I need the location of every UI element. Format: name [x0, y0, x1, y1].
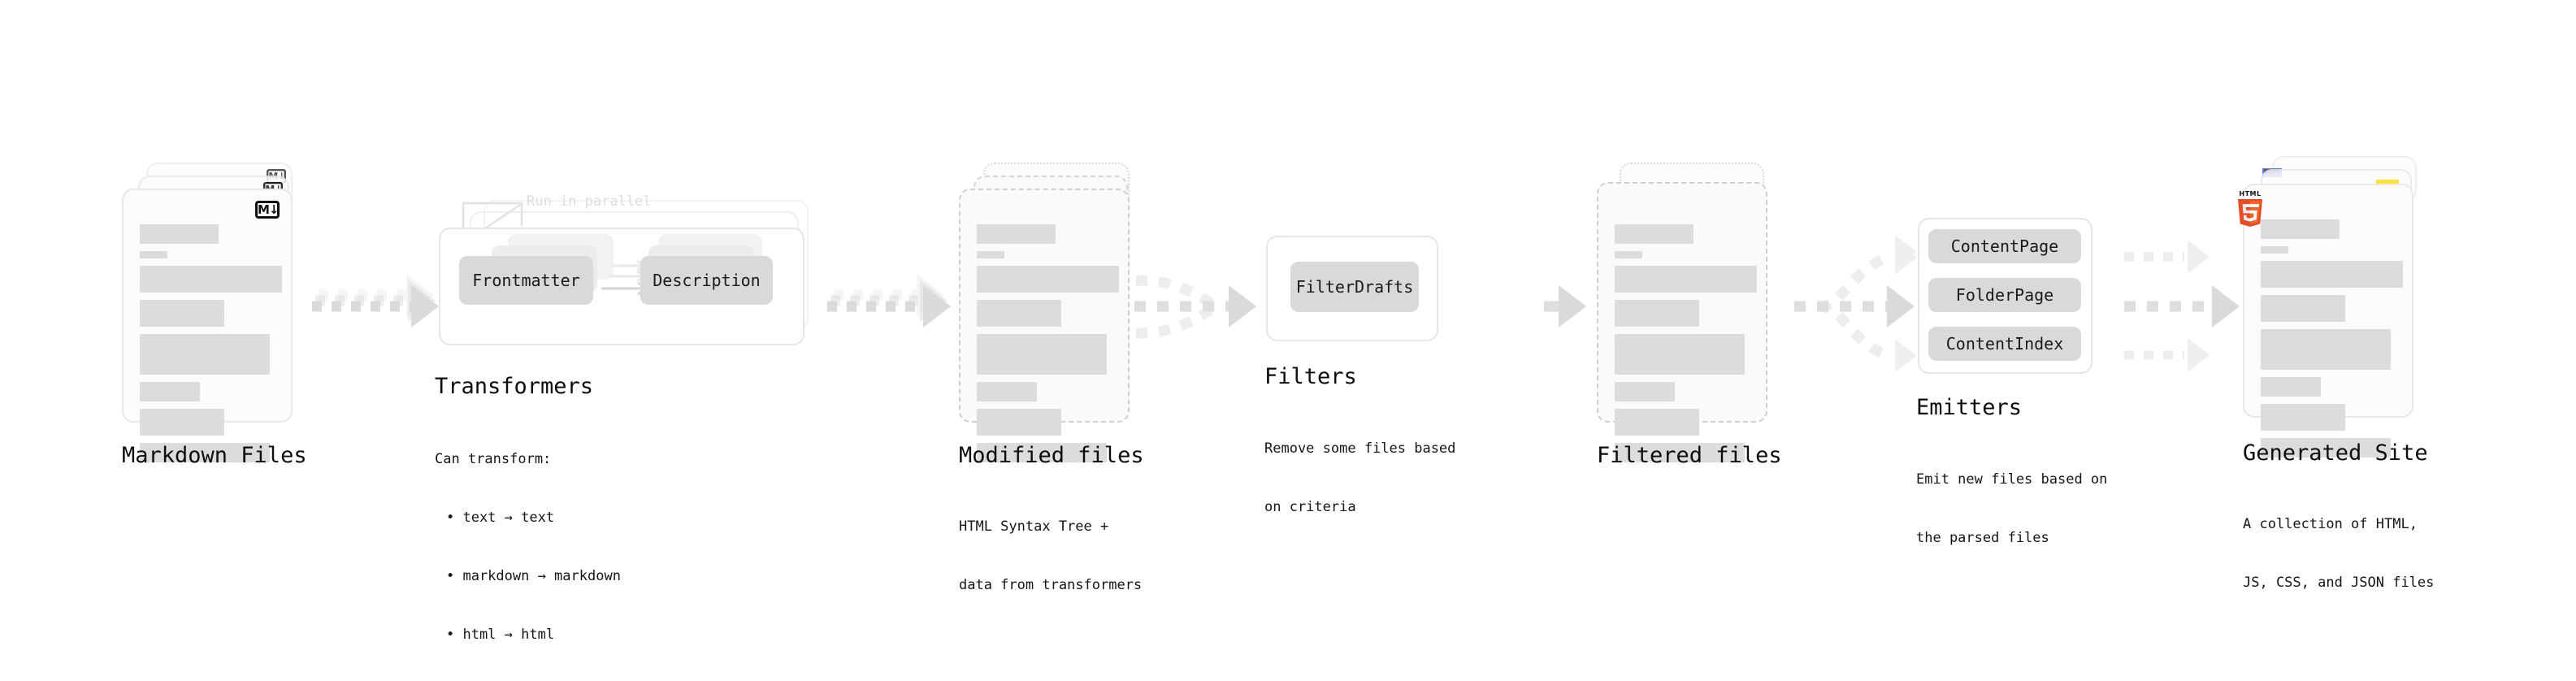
transformers-bullet-2: • html → html: [446, 627, 555, 643]
chip-contentpage[interactable]: ContentPage: [1928, 229, 2081, 263]
doc-placeholder-bar: [2261, 329, 2391, 370]
doc-placeholder-bar: [2261, 377, 2321, 397]
generated-site-caption: A collection of HTML, JS, CSS, and JSON …: [2243, 475, 2434, 631]
html5-icon-label: HTML: [2239, 190, 2262, 197]
modified-files-caption: HTML Syntax Tree + data from transformer…: [959, 478, 1142, 634]
doc-placeholder-bar: [2261, 261, 2403, 288]
markdown-file-stack: M↓ M↓ M↓: [122, 163, 301, 462]
arrow-emitters-to-site: [2124, 240, 2240, 372]
modified-file-stack: [959, 163, 1138, 462]
doc-placeholder-bar: [140, 266, 282, 293]
doc-placeholder-bar: [140, 382, 200, 401]
chip-description[interactable]: Description: [640, 256, 773, 305]
chip-frontmatter[interactable]: Frontmatter: [459, 256, 593, 305]
chip-contentpage-label: ContentPage: [1950, 236, 2059, 256]
chip-folderpage[interactable]: FolderPage: [1928, 278, 2081, 312]
emitters-caption-line-0: Emit new files based on: [1916, 471, 2108, 488]
filters-caption: Remove some files based on criteria: [1264, 400, 1455, 556]
doc-placeholder-bar: [977, 334, 1107, 375]
arrow-filters-to-filtered: [1544, 285, 1586, 327]
arrow-transformers-to-modified: [827, 274, 951, 327]
doc-placeholder-bar: [977, 443, 1107, 462]
site-card-front-html: HTML: [2237, 184, 2413, 458]
transformers-bullet-0: • text → text: [446, 510, 555, 526]
doc-placeholder-bar: [977, 224, 1056, 244]
doc-placeholder-bar: [977, 251, 1004, 258]
stage-title-filtered-files: Filtered files: [1597, 443, 1782, 468]
doc-placeholder-bar: [977, 382, 1037, 401]
modified-files-caption-line-1: data from transformers: [959, 577, 1143, 593]
filters-caption-line-0: Remove some files based: [1264, 440, 1456, 457]
doc-placeholder-lines: [2261, 219, 2403, 465]
generated-site-stack: HTML: [2237, 156, 2430, 458]
doc-placeholder-bar: [2261, 438, 2391, 458]
stage-title-transformers: Transformers: [435, 374, 594, 399]
doc-placeholder-bar: [1615, 334, 1745, 375]
arrow-markdown-to-transformers: [312, 274, 439, 327]
emitters-caption: Emit new files based on the parsed files: [1916, 431, 2107, 587]
modified-card-front: [959, 189, 1130, 462]
doc-placeholder-bar: [1615, 251, 1642, 258]
generated-site-caption-line-1: JS, CSS, and JSON files: [2243, 575, 2435, 591]
doc-placeholder-bar: [140, 300, 224, 327]
doc-placeholder-bar: [977, 409, 1061, 436]
chip-contentindex[interactable]: ContentIndex: [1928, 327, 2081, 361]
html5-icon: HTML: [2236, 190, 2264, 227]
transformers-caption-head: Can transform:: [435, 451, 552, 467]
chip-frontmatter-label: Frontmatter: [472, 271, 580, 290]
emitters-caption-line-1: the parsed files: [1916, 530, 2049, 546]
stage-title-emitters: Emitters: [1916, 395, 2023, 420]
filtered-file-stack: [1597, 163, 1776, 462]
doc-placeholder-bar: [1615, 224, 1693, 244]
doc-placeholder-bar: [140, 409, 224, 436]
doc-placeholder-bar: [140, 224, 219, 244]
doc-placeholder-bar: [140, 443, 270, 462]
doc-placeholder-bar: [977, 300, 1061, 327]
filters-caption-line-1: on criteria: [1264, 499, 1356, 515]
chip-folderpage-label: FolderPage: [1955, 285, 2054, 305]
doc-placeholder-bar: [2261, 295, 2345, 322]
doc-placeholder-bar: [2261, 219, 2340, 239]
modified-files-caption-line-0: HTML Syntax Tree +: [959, 518, 1109, 535]
arrow-filtered-to-emitters: [1794, 235, 1918, 372]
stage-title-filters: Filters: [1264, 364, 1357, 389]
markdown-card-front: M↓: [122, 189, 293, 462]
run-in-parallel-label: Run in parallel: [527, 193, 652, 210]
doc-placeholder-bar: [1615, 300, 1699, 327]
doc-placeholder-bar: [1615, 409, 1699, 436]
markdown-icon: M↓: [255, 201, 280, 219]
doc-placeholder-bar: [140, 251, 167, 258]
doc-placeholder-lines: [1615, 224, 1757, 470]
filtered-card-front: [1597, 182, 1767, 462]
chip-filterdrafts-label: FilterDrafts: [1295, 277, 1414, 297]
doc-placeholder-lines: [977, 224, 1119, 470]
arrow-modified-to-filters: [1134, 275, 1256, 339]
chip-description-label: Description: [653, 271, 761, 290]
transformers-bullet-1: • markdown → markdown: [446, 568, 621, 584]
doc-placeholder-bar: [2261, 246, 2288, 254]
stage-title-generated-site: Generated Site: [2243, 440, 2428, 466]
doc-placeholder-lines: [140, 224, 282, 470]
chip-filterdrafts[interactable]: FilterDrafts: [1290, 262, 1419, 312]
doc-placeholder-bar: [977, 266, 1119, 293]
doc-placeholder-bar: [2261, 404, 2345, 431]
transformers-caption: Can transform: • text → text • markdown …: [435, 410, 621, 681]
stage-title-markdown-files: Markdown Files: [122, 443, 307, 468]
generated-site-caption-line-0: A collection of HTML,: [2243, 516, 2418, 532]
doc-placeholder-bar: [1615, 443, 1745, 462]
doc-placeholder-bar: [1615, 382, 1675, 401]
stage-title-modified-files: Modified files: [959, 443, 1144, 468]
chip-contentindex-label: ContentIndex: [1945, 334, 2064, 354]
doc-placeholder-bar: [1615, 266, 1757, 293]
doc-placeholder-bar: [140, 334, 270, 375]
